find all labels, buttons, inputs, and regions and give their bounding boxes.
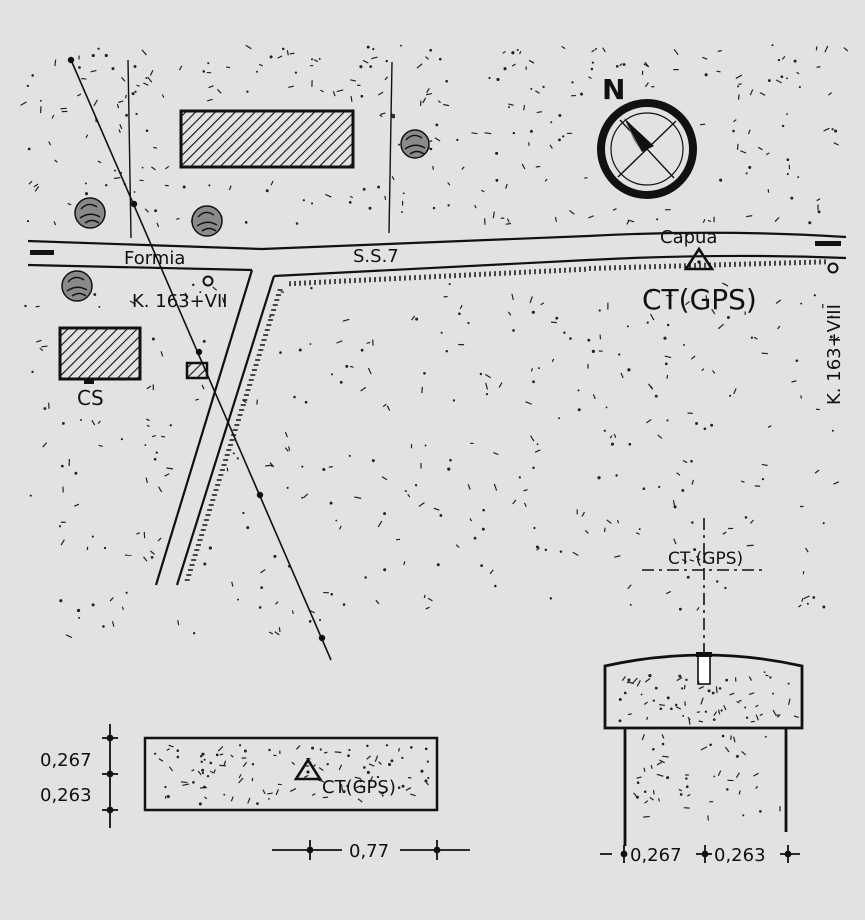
- direction-right-label: Capua: [660, 227, 717, 248]
- road-end-markers: [30, 241, 841, 255]
- field-boundaries: [127, 59, 393, 239]
- side-road: [154, 269, 276, 586]
- km-marker-right-label: K. 163+VIII: [824, 304, 845, 405]
- small-cabin: [185, 361, 209, 380]
- north-label: N: [602, 73, 625, 106]
- plan-station-label: CT(GPS): [322, 777, 396, 798]
- plan-dim-width: 0,77: [349, 841, 389, 862]
- building-cs: [58, 326, 142, 384]
- section-station-label: CT (GPS): [668, 549, 743, 569]
- survey-pin: [697, 653, 711, 685]
- building-label: CS: [77, 386, 104, 410]
- tree-icon: [74, 197, 106, 229]
- pillar-stipple: [618, 671, 799, 821]
- tree-icon: [191, 205, 223, 237]
- km-marker-left-point: [202, 275, 214, 287]
- road-name-label: S.S.7: [353, 246, 399, 267]
- terrain-stipple: [20, 44, 849, 639]
- section-dim-left: 0,267: [630, 845, 682, 866]
- km-marker-left-label: K. 163+VII: [132, 291, 228, 312]
- direction-left-label: Formia: [124, 248, 185, 269]
- km-marker-right-point: [827, 262, 839, 274]
- station-label-map: CT(GPS): [642, 283, 757, 316]
- tree-icon: [400, 129, 430, 159]
- tree-icons: [61, 129, 430, 302]
- tree-icon: [61, 270, 93, 302]
- plan-dim-top: 0,267: [40, 750, 92, 771]
- plan-dim-bottom: 0,263: [40, 785, 92, 806]
- building-large: [179, 109, 355, 169]
- plan-slab-stipple: [154, 744, 430, 806]
- plan-slab-outline: [143, 736, 439, 812]
- plan-station-symbol-icon: [293, 757, 323, 781]
- power-line: [67, 56, 332, 661]
- main-road: [27, 231, 847, 278]
- detail-plan: CT(GPS) 0,267 0,263 0,77: [40, 724, 470, 862]
- north-compass-icon: N: [597, 73, 697, 199]
- detail-section: CT (GPS) 0,267 0,263: [600, 518, 804, 866]
- gps-station-symbol-icon: [683, 246, 715, 271]
- section-dim-right: 0,263: [714, 845, 766, 866]
